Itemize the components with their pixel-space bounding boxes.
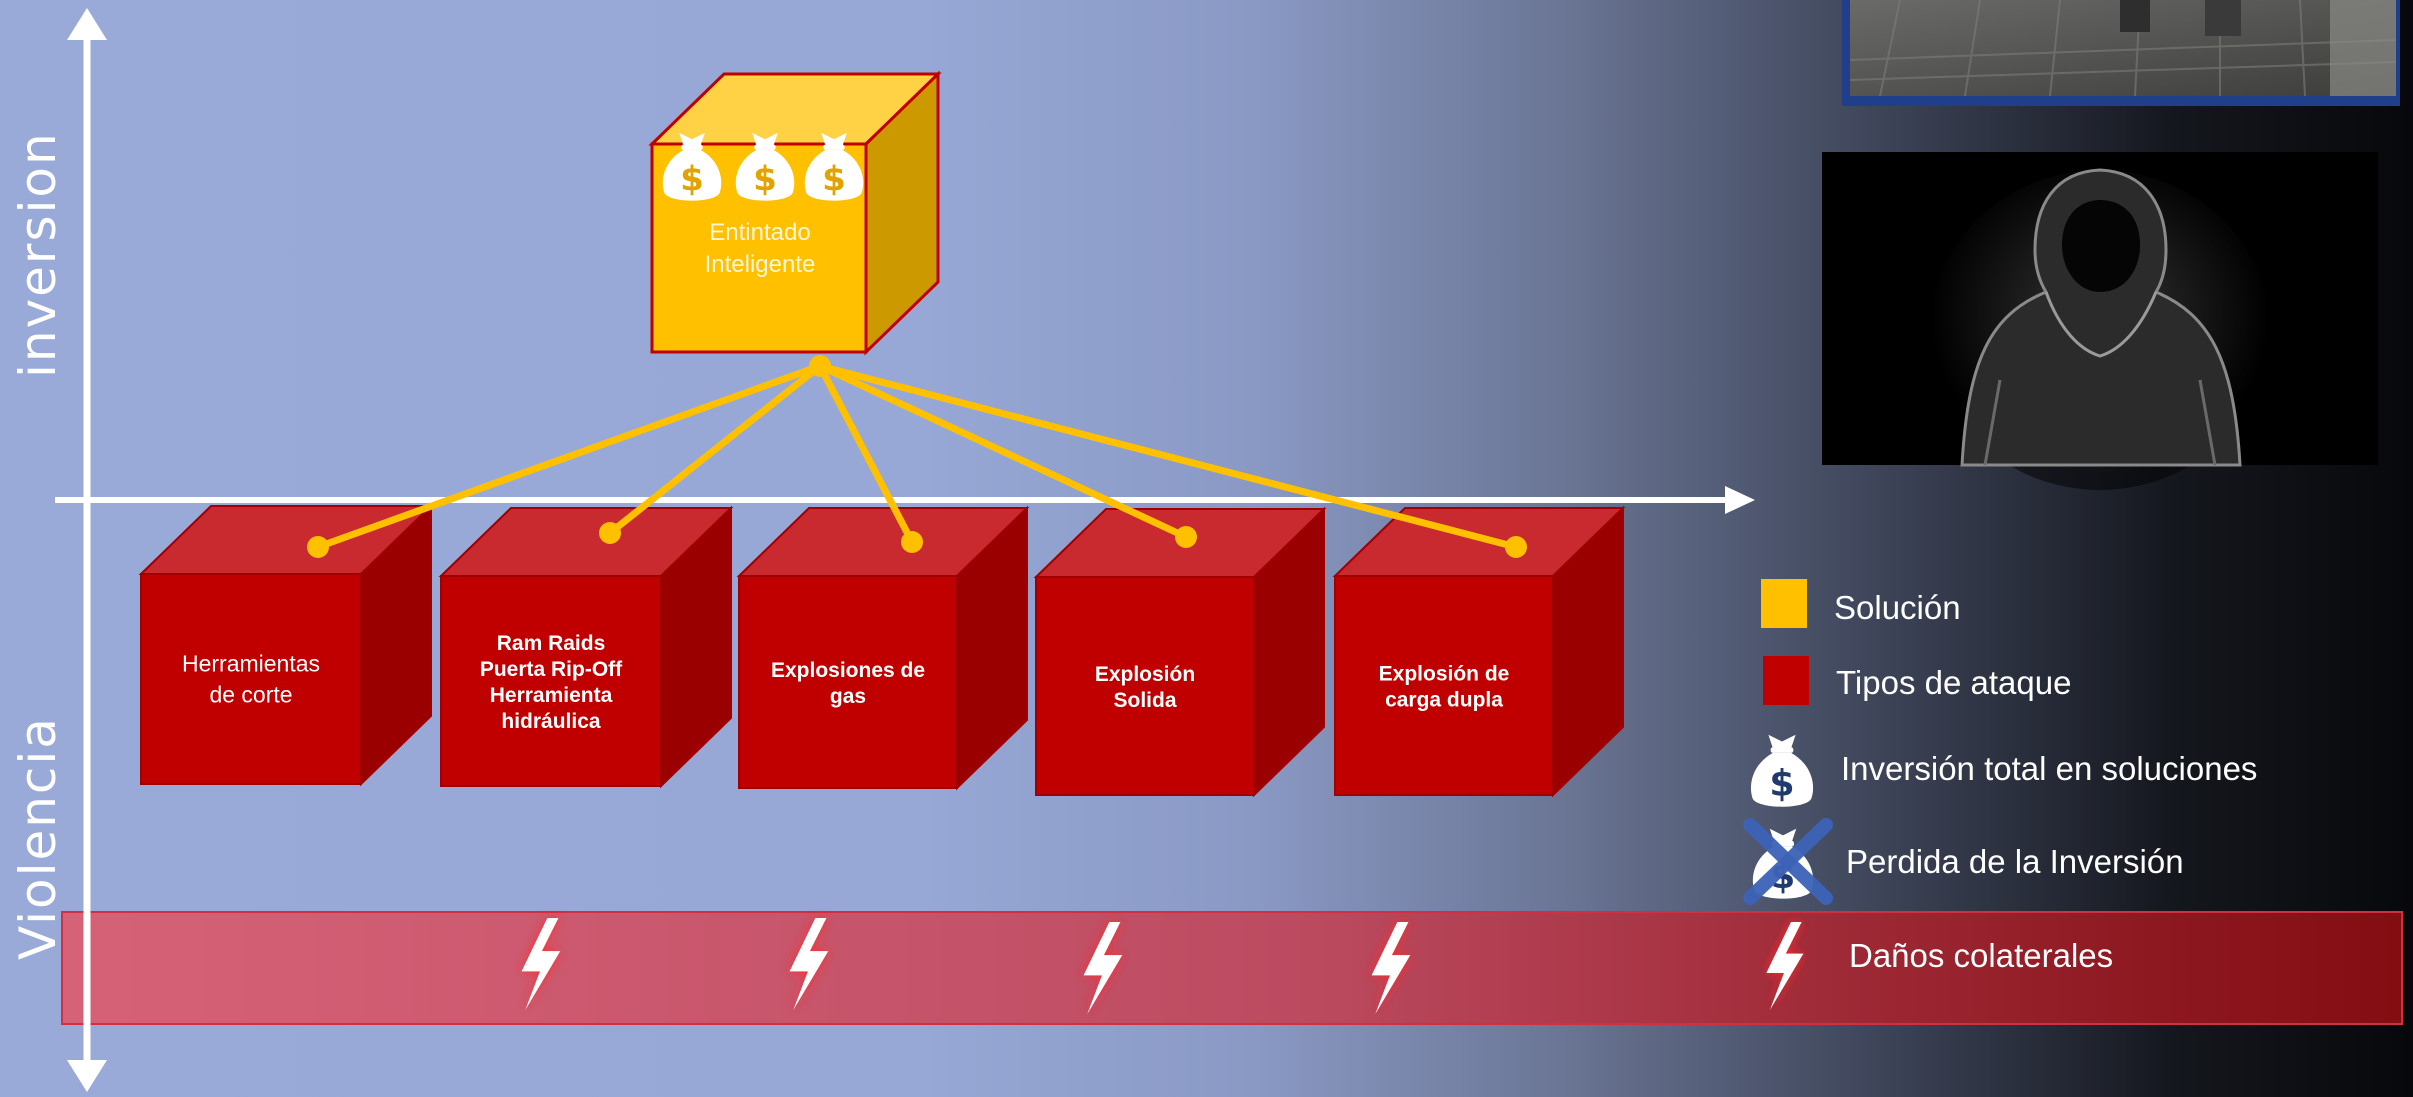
attack-label-line: Puerta Rip-Off: [480, 658, 623, 681]
y-axis-label-violencia: Violencia: [9, 716, 67, 960]
attack-label-line: carga dupla: [1385, 689, 1503, 712]
attack-label-line: Explosión: [1095, 663, 1195, 686]
connector-line: [816, 362, 1190, 541]
attack-label-line: Ram Raids: [497, 632, 606, 655]
attack-label-line: Explosiones de: [771, 659, 925, 682]
legend-swatch-solution: [1761, 579, 1807, 628]
attack-label-line: hidráulica: [501, 710, 601, 733]
legend-label-solution: Solución: [1834, 589, 1961, 626]
connector-hub: [809, 355, 831, 377]
money-bag-icon: [1750, 734, 1814, 807]
attack-label-line: Explosión de: [1379, 663, 1510, 686]
attack-cube-front: [140, 573, 362, 785]
attack-cube: Explosiones de gas: [736, 505, 1030, 791]
attack-label-line: de corte: [209, 682, 292, 708]
legend-label-loss: Perdida de la Inversión: [1846, 843, 2184, 880]
legend-label-collateral: Daños colaterales: [1849, 937, 2113, 974]
connector-endpoint: [599, 522, 621, 544]
attack-label-line: Herramienta: [490, 684, 613, 707]
vertical-axis: [67, 8, 107, 1092]
attack-cube-front: [1035, 576, 1255, 796]
hooded-figure-photo: [1822, 152, 2378, 490]
legend-label-investment: Inversión total en soluciones: [1841, 750, 2257, 787]
attack-cube-front: [440, 575, 662, 787]
attack-label-line: gas: [830, 685, 866, 708]
attack-cube: Herramientas de corte: [138, 503, 434, 787]
attack-cube-front: [1334, 575, 1554, 796]
collateral-damage-band: [61, 911, 2403, 1025]
solution-cube: Entintado Inteligente: [648, 70, 942, 356]
connector-lines: [307, 362, 1527, 558]
connector-line: [816, 362, 1520, 551]
legend-label-attack-types: Tipos de ataque: [1836, 664, 2071, 701]
connector-endpoint: [307, 536, 329, 558]
solution-label-line2: Inteligente: [705, 251, 816, 278]
legend-swatch-attack: [1763, 656, 1809, 705]
connector-endpoint: [1175, 526, 1197, 548]
attack-cube-front: [738, 575, 958, 789]
legend: Solución Tipos de ataque Inversión total…: [1743, 579, 2257, 1010]
y-axis-label-inversion: inversion: [9, 131, 67, 378]
solution-label-line1: Entintado: [709, 219, 810, 246]
connector-endpoint: [1505, 536, 1527, 558]
attack-label-line: Solida: [1113, 689, 1176, 712]
connector-line: [606, 362, 824, 537]
attack-cube: Explosión de carga dupla: [1332, 505, 1626, 798]
surveillance-photo: [1842, 0, 2400, 106]
connector-endpoint: [901, 531, 923, 553]
cross-mark-icon: [1743, 818, 1833, 905]
connector-line: [314, 362, 824, 551]
connector-line: [816, 362, 916, 546]
attack-label-line: Herramientas: [182, 651, 320, 677]
